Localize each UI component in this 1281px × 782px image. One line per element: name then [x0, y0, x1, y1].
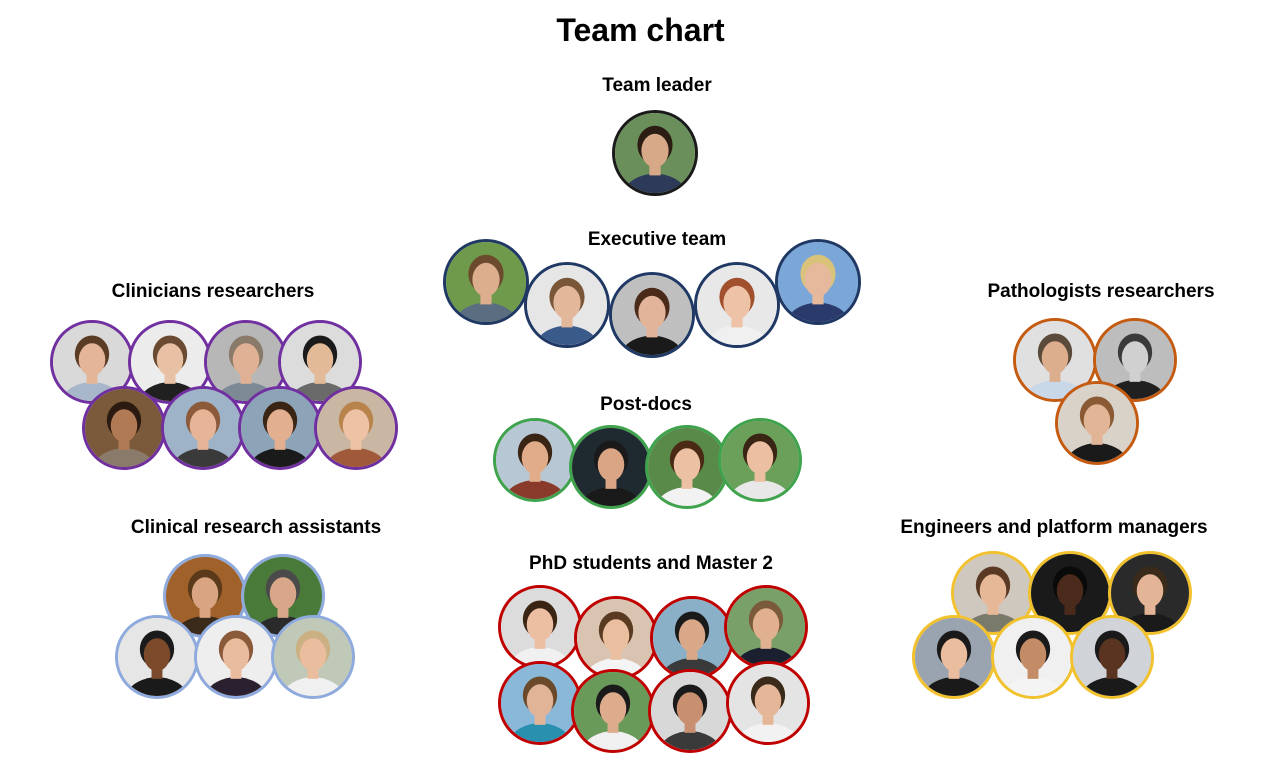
- avatar: [912, 615, 996, 699]
- person-photo-icon: [727, 588, 805, 666]
- person-photo-icon: [1058, 384, 1136, 462]
- avatar: [726, 661, 810, 745]
- person-photo-icon: [527, 265, 607, 345]
- avatar: [271, 615, 355, 699]
- person-photo-icon: [577, 599, 655, 677]
- person-photo-icon: [721, 421, 799, 499]
- person-photo-icon: [572, 428, 650, 506]
- avatar: [1108, 551, 1192, 635]
- avatar: [314, 386, 398, 470]
- person-photo-icon: [778, 242, 858, 322]
- group-label: PhD students and Master 2: [529, 553, 773, 574]
- avatar: [645, 425, 729, 509]
- avatar: [1070, 615, 1154, 699]
- group-label: Clinical research assistants: [130, 517, 382, 538]
- avatar: [238, 386, 322, 470]
- page-title: Team chart: [556, 12, 725, 48]
- person-photo-icon: [85, 389, 163, 467]
- person-photo-icon: [164, 389, 242, 467]
- avatar: [574, 596, 658, 680]
- person-photo-icon: [615, 113, 695, 193]
- group-label: Post-docs: [600, 394, 692, 415]
- avatar: [718, 418, 802, 502]
- person-photo-icon: [653, 599, 731, 677]
- person-photo-icon: [697, 265, 777, 345]
- avatar: [524, 262, 610, 348]
- person-photo-icon: [501, 588, 579, 666]
- avatar: [498, 585, 582, 669]
- avatar: [775, 239, 861, 325]
- person-photo-icon: [197, 618, 275, 696]
- avatar: [724, 585, 808, 669]
- person-photo-icon: [241, 389, 319, 467]
- person-photo-icon: [729, 664, 807, 742]
- avatar: [571, 669, 655, 753]
- person-photo-icon: [317, 389, 395, 467]
- group-label: Clinicians researchers: [111, 281, 315, 302]
- avatar: [1055, 381, 1139, 465]
- avatar: [648, 669, 732, 753]
- person-photo-icon: [496, 421, 574, 499]
- person-photo-icon: [954, 554, 1032, 632]
- avatar: [115, 615, 199, 699]
- person-photo-icon: [612, 275, 692, 355]
- avatar: [991, 615, 1075, 699]
- person-photo-icon: [118, 618, 196, 696]
- person-photo-icon: [915, 618, 993, 696]
- avatar: [443, 239, 529, 325]
- person-photo-icon: [274, 618, 352, 696]
- avatar: [650, 596, 734, 680]
- avatar: [204, 320, 288, 404]
- group-label: Pathologists researchers: [987, 281, 1215, 302]
- avatar: [694, 262, 780, 348]
- person-photo-icon: [1073, 618, 1151, 696]
- person-photo-icon: [574, 672, 652, 750]
- person-photo-icon: [446, 242, 526, 322]
- avatar: [569, 425, 653, 509]
- avatar: [498, 661, 582, 745]
- group-label: Engineers and platform managers: [900, 517, 1208, 538]
- group-label: Executive team: [587, 229, 727, 250]
- person-photo-icon: [648, 428, 726, 506]
- avatar: [612, 110, 698, 196]
- person-photo-icon: [651, 672, 729, 750]
- avatar: [609, 272, 695, 358]
- avatar: [194, 615, 278, 699]
- person-photo-icon: [131, 323, 209, 401]
- avatar: [493, 418, 577, 502]
- person-photo-icon: [994, 618, 1072, 696]
- avatar: [161, 386, 245, 470]
- avatar: [278, 320, 362, 404]
- avatar: [82, 386, 166, 470]
- group-label: Team leader: [602, 75, 712, 96]
- person-photo-icon: [501, 664, 579, 742]
